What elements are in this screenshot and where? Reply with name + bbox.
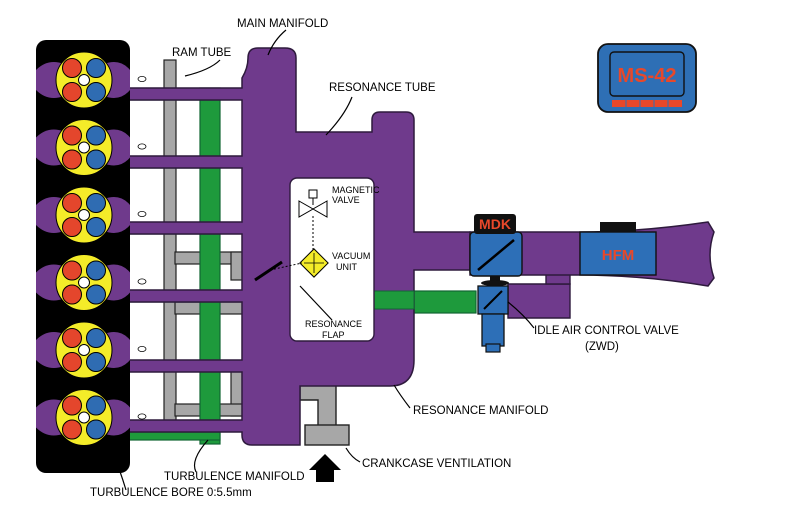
spark-plug	[78, 141, 90, 154]
label-turbulence-manifold: TURBULENCE MANIFOLD	[164, 471, 305, 483]
label-main-manifold: MAIN MANIFOLD	[237, 18, 328, 30]
spark-plug	[78, 411, 90, 424]
valve	[86, 328, 106, 348]
valve	[62, 82, 82, 102]
valve	[62, 125, 82, 146]
valve	[86, 217, 106, 237]
airflow-meter-hfm: HFM	[579, 222, 657, 276]
valve	[62, 58, 82, 78]
cylinder	[36, 51, 147, 109]
vacuum-unit-icon	[269, 248, 329, 278]
valve	[62, 352, 82, 372]
valve	[86, 260, 106, 281]
valve	[62, 284, 82, 305]
spark-plug	[78, 276, 90, 289]
label-crankcase-ventilation: CRANKCASE VENTILATION	[362, 458, 511, 470]
cylinder	[36, 186, 147, 244]
leader-lines	[109, 29, 535, 491]
valve	[86, 58, 106, 78]
valve	[62, 260, 82, 281]
turbulence-bore-hole	[137, 413, 147, 420]
crankcase-ventilation-pipe	[299, 384, 350, 446]
label-magnetic-valve-1: MAGNETIC	[332, 185, 380, 195]
valve	[86, 193, 106, 213]
label-magnetic-valve-2: VALVE	[332, 195, 360, 205]
valve	[62, 149, 82, 170]
cylinder-group	[36, 51, 147, 446]
crankcase-arrow-icon	[309, 454, 341, 482]
cylinder	[36, 389, 147, 446]
cylinder	[36, 254, 147, 311]
airflow-label: HFM	[602, 247, 635, 264]
valve	[62, 217, 82, 237]
turbulence-bore-hole	[137, 345, 147, 352]
turbulence-bore-hole	[137, 210, 147, 217]
turbulence-bore-hole	[137, 143, 147, 150]
label-idle-air-1: IDLE AIR CONTROL VALVE	[534, 325, 679, 337]
idle-air-control-valve	[477, 285, 509, 353]
valve	[86, 149, 106, 170]
label-ram-tube: RAM TUBE	[172, 47, 232, 59]
label-turbulence-bore: TURBULENCE BORE 0:5.5mm	[90, 487, 252, 499]
label-idle-air-2: (ZWD)	[585, 341, 619, 353]
label-resonance-flap-1: RESONANCE	[305, 319, 362, 329]
label-vacuum-unit-1: VACUUM	[332, 251, 370, 261]
valve	[62, 193, 82, 213]
valve	[62, 419, 82, 440]
valve	[62, 395, 82, 416]
valve	[62, 328, 82, 348]
label-resonance-flap-2: FLAP	[322, 330, 345, 340]
valve	[86, 82, 106, 102]
ecu-ms42: MS-42	[597, 43, 697, 113]
throttle-label: MDK	[479, 216, 511, 232]
resonance-flap-box	[289, 177, 375, 342]
spark-plug	[78, 344, 90, 356]
valve	[86, 284, 106, 305]
ecu-label: MS-42	[618, 65, 677, 87]
label-resonance-tube: RESONANCE TUBE	[329, 82, 436, 94]
valve	[86, 352, 106, 372]
cylinder	[36, 119, 147, 176]
label-resonance-manifold: RESONANCE MANIFOLD	[413, 405, 548, 417]
resonance-flap-icon	[254, 260, 283, 282]
turbulence-bore-hole	[137, 278, 147, 285]
throttle-mdk: MDK	[469, 214, 523, 286]
spark-plug	[78, 209, 90, 221]
spark-plug	[78, 74, 90, 86]
cylinder	[36, 321, 147, 379]
valve	[86, 395, 106, 416]
valve	[86, 419, 106, 440]
label-vacuum-unit-2: UNIT	[336, 262, 357, 272]
turbulence-bore-hole	[137, 76, 147, 83]
idle-air-loop	[507, 283, 571, 319]
magnetic-valve-icon	[298, 189, 328, 252]
valve	[86, 125, 106, 146]
